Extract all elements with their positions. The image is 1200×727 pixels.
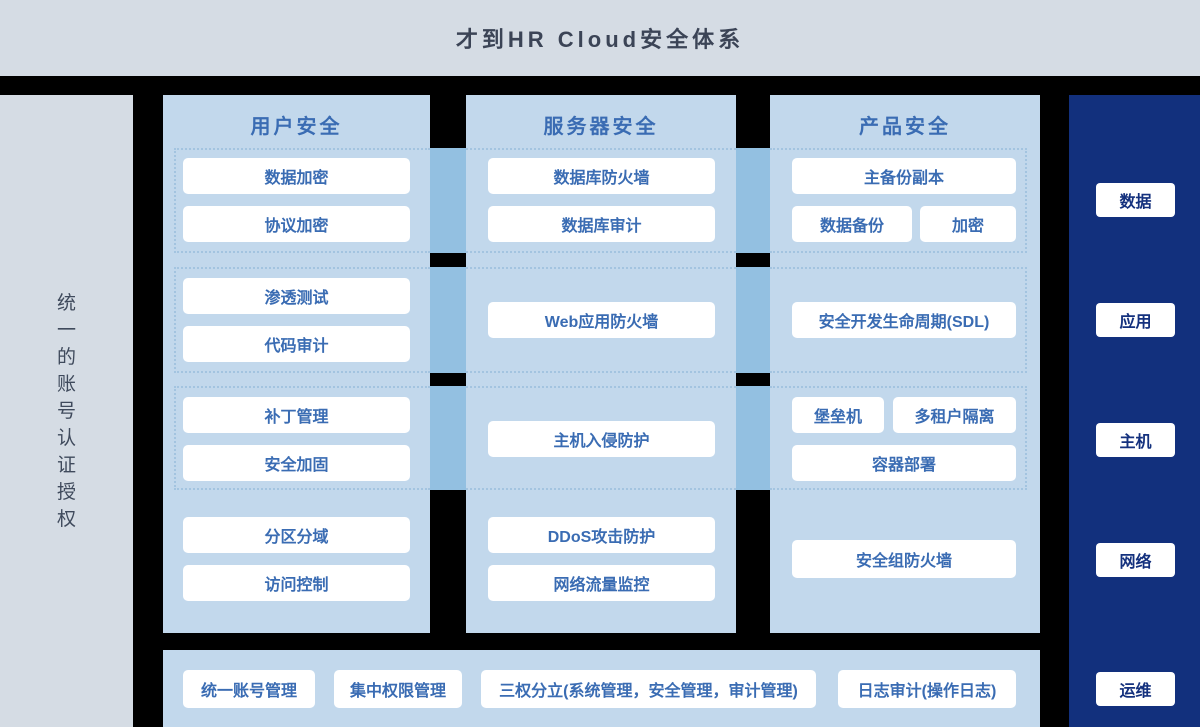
vertical-label-char: 授 xyxy=(56,481,76,503)
chip-sdl: 安全开发生命周期(SDL) xyxy=(792,302,1016,338)
layer-chip-data: 数据 xyxy=(1096,183,1175,217)
chip-database-firewall: 数据库防火墙 xyxy=(488,158,715,194)
chip-database-audit: 数据库审计 xyxy=(488,206,715,242)
vertical-label-char: 权 xyxy=(56,508,76,530)
chip-multi-tenant-isolation: 多租户隔离 xyxy=(893,397,1016,433)
chip-separation-of-three-powers: 三权分立(系统管理，安全管理，审计管理) xyxy=(481,670,816,708)
left-banner-unified-auth: 统 一 的 账 号 认 证 授 权 xyxy=(0,95,133,727)
group-box xyxy=(174,386,430,490)
bridge-connector xyxy=(430,148,466,253)
column-title-server-security: 服务器安全 xyxy=(543,116,659,138)
group-box xyxy=(770,267,1027,373)
group-box xyxy=(174,267,430,373)
column-title-user-security: 用户安全 xyxy=(250,116,343,138)
chip-unified-account-management: 统一账号管理 xyxy=(183,670,315,708)
chip-security-hardening: 安全加固 xyxy=(183,445,410,481)
group-box xyxy=(466,267,736,373)
chip-data-backup: 数据备份 xyxy=(792,206,912,242)
chip-network-traffic-monitoring: 网络流量监控 xyxy=(488,565,715,601)
chip-ddos-protection: DDoS攻击防护 xyxy=(488,517,715,553)
header-bar: 才到HR Cloud安全体系 xyxy=(0,0,1200,76)
chip-protocol-encryption: 协议加密 xyxy=(183,206,410,242)
vertical-label-char: 号 xyxy=(56,400,76,422)
right-layer-rail: 数据 应用 主机 网络 运维 xyxy=(1069,95,1200,727)
bridge-connector xyxy=(736,267,770,373)
group-box xyxy=(770,148,1027,253)
bridge-connector xyxy=(736,386,770,490)
chip-encryption: 加密 xyxy=(920,206,1016,242)
page-title: 才到HR Cloud安全体系 xyxy=(455,27,745,52)
bottom-governance-bar: 统一账号管理 集中权限管理 三权分立(系统管理，安全管理，审计管理) 日志审计(… xyxy=(163,650,1040,727)
chip-access-control: 访问控制 xyxy=(183,565,410,601)
chip-bastion-host: 堡垒机 xyxy=(792,397,884,433)
bridge-connector xyxy=(430,386,466,490)
vertical-label-char: 认 xyxy=(56,427,76,449)
group-box xyxy=(466,148,736,253)
vertical-label-char: 一 xyxy=(56,319,76,341)
chip-penetration-testing: 渗透测试 xyxy=(183,278,410,314)
chip-primary-backup-replica: 主备份副本 xyxy=(792,158,1016,194)
chip-security-group-firewall: 安全组防火墙 xyxy=(792,540,1016,578)
column-title-product-security: 产品安全 xyxy=(859,116,951,138)
layer-chip-host: 主机 xyxy=(1096,423,1175,457)
vertical-label-char: 的 xyxy=(56,346,76,368)
layer-chip-application: 应用 xyxy=(1096,303,1175,337)
group-box xyxy=(174,148,430,253)
chip-patch-management: 补丁管理 xyxy=(183,397,410,433)
bridge-connector xyxy=(430,267,466,373)
chip-container-deployment: 容器部署 xyxy=(792,445,1016,481)
layer-chip-network: 网络 xyxy=(1096,543,1175,577)
vertical-label-char: 统 xyxy=(56,292,76,314)
chip-code-audit: 代码审计 xyxy=(183,326,410,362)
chip-partition-zoning: 分区分域 xyxy=(183,517,410,553)
chip-host-intrusion-prevention: 主机入侵防护 xyxy=(488,421,715,457)
chip-log-audit: 日志审计(操作日志) xyxy=(838,670,1016,708)
chip-web-app-firewall: Web应用防火墙 xyxy=(488,302,715,338)
chip-data-encryption: 数据加密 xyxy=(183,158,410,194)
chip-centralized-permission-management: 集中权限管理 xyxy=(334,670,462,708)
layer-chip-operations: 运维 xyxy=(1096,672,1175,706)
vertical-label-char: 账 xyxy=(56,373,76,395)
bridge-connector xyxy=(736,148,770,253)
vertical-label-char: 证 xyxy=(56,454,76,476)
group-box xyxy=(466,386,736,490)
group-box xyxy=(770,386,1027,490)
